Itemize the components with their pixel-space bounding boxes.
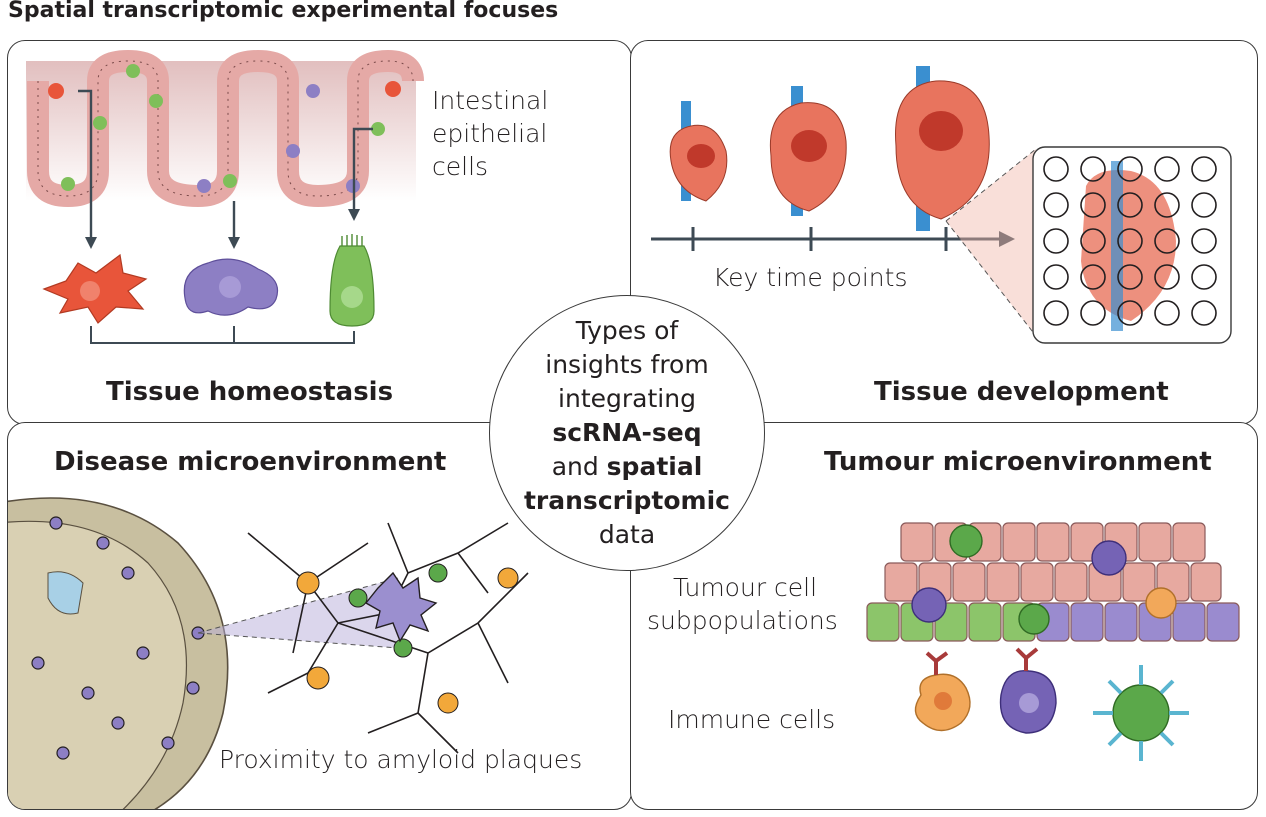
intestinal-illustration [26, 50, 424, 344]
label-tumour-cell: Tumour cell [673, 573, 818, 602]
heading-tissue-homeostasis: Tissue homeostasis [106, 377, 394, 407]
astrocytes [296, 567, 519, 714]
immune-cell-green [1093, 665, 1189, 761]
center-line-7: data [598, 520, 656, 549]
label-subpopulations: subpopulations [647, 606, 838, 635]
amyloid-plaques [31, 516, 205, 760]
panel-tissue-homeostasis: Intestinal epithelial cells Tissue homeo… [7, 40, 632, 425]
label-intestinal-line2: epithelial [432, 119, 548, 148]
caption-amyloid-plaques: Proximity to amyloid plaques [219, 745, 583, 774]
center-line-2: insights from [545, 350, 709, 379]
label-intestinal-line1: Intestinal [432, 86, 549, 115]
red-cell-marker [48, 83, 64, 99]
center-line-3: integrating [558, 384, 696, 413]
heading-tissue-development: Tissue development [874, 377, 1169, 407]
immune-cell-orange [914, 651, 971, 732]
figure-title: Spatial transcriptomic experimental focu… [8, 0, 559, 23]
heart-large [895, 66, 990, 231]
center-line-5: and spatial [524, 450, 730, 484]
amyloid-plaque-zoom [364, 571, 438, 643]
heading-tumour-microenvironment: Tumour microenvironment [824, 447, 1212, 477]
immune-cell-purple [999, 647, 1057, 734]
tumour-illustration [866, 522, 1240, 761]
heart-medium [769, 86, 847, 216]
heart-small [669, 101, 728, 202]
center-insights-circle: Types of insights from integrating scRNA… [489, 295, 765, 571]
spatial-spot-grid [1043, 156, 1217, 326]
label-intestinal-line3: cells [432, 152, 489, 181]
center-line-4: scRNA-seq [552, 418, 702, 447]
label-key-time-points: Key time points [713, 263, 908, 292]
brain-illustration [8, 497, 529, 809]
tumour-cell-layers [866, 522, 1240, 642]
center-line-6: transcriptomic [523, 486, 730, 515]
center-line-1: Types of [575, 316, 679, 345]
center-line-5-bold: spatial [606, 452, 703, 481]
heart-development-illustration [651, 66, 1232, 344]
center-line-5-pre: and [551, 452, 607, 481]
label-immune-cells: Immune cells [668, 705, 836, 734]
heading-disease-microenvironment: Disease microenvironment [54, 447, 447, 477]
